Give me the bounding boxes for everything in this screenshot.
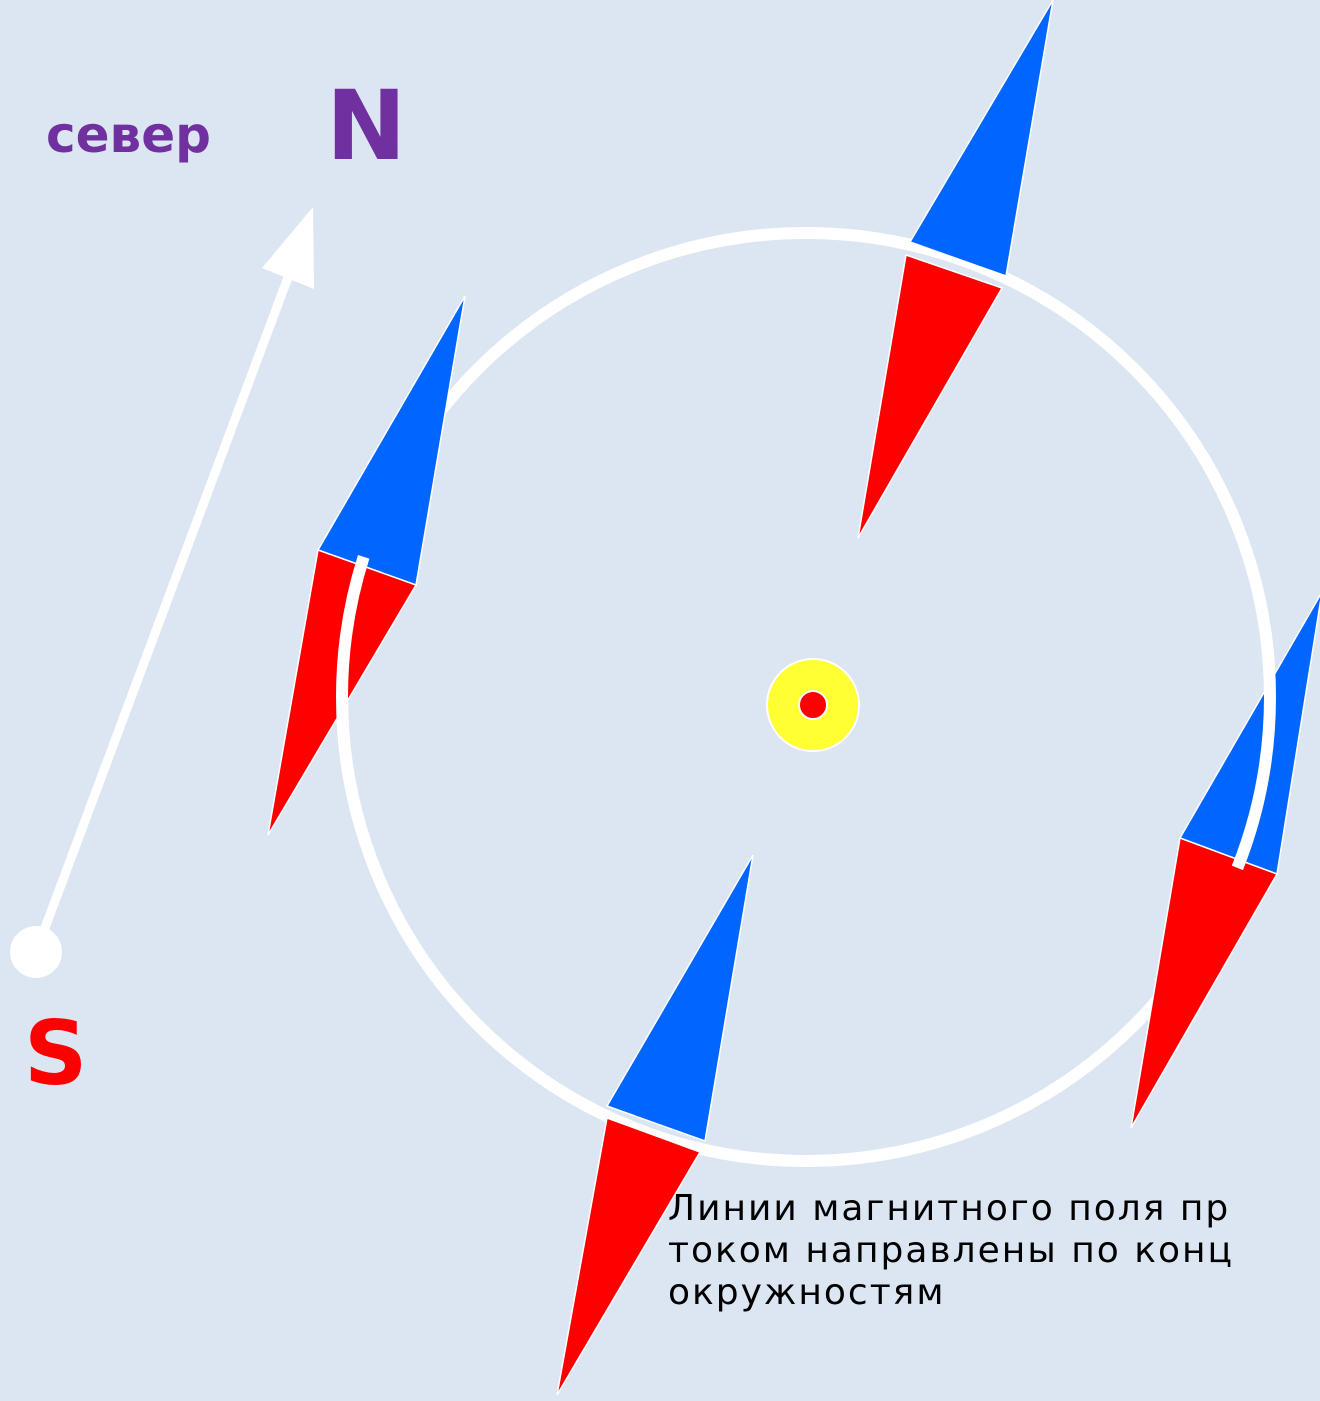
field-line-overlay — [336, 227, 1276, 1167]
north-word-label: север — [46, 106, 211, 164]
compass-needle-icon — [556, 854, 754, 1396]
north-arrow — [10, 207, 314, 978]
compass-needle-icon — [1130, 593, 1320, 1129]
arrow-head-icon — [262, 207, 314, 289]
caption-text: Линии магнитного поля пр током направлен… — [668, 1188, 1235, 1313]
south-letter-label: S — [24, 1002, 88, 1105]
compass-needle-icon — [857, 0, 1054, 539]
south-point-dot — [10, 926, 62, 978]
current-into-page-icon — [766, 658, 860, 752]
north-letter-label: N — [326, 70, 407, 182]
field-line-overlay — [336, 227, 1276, 1167]
